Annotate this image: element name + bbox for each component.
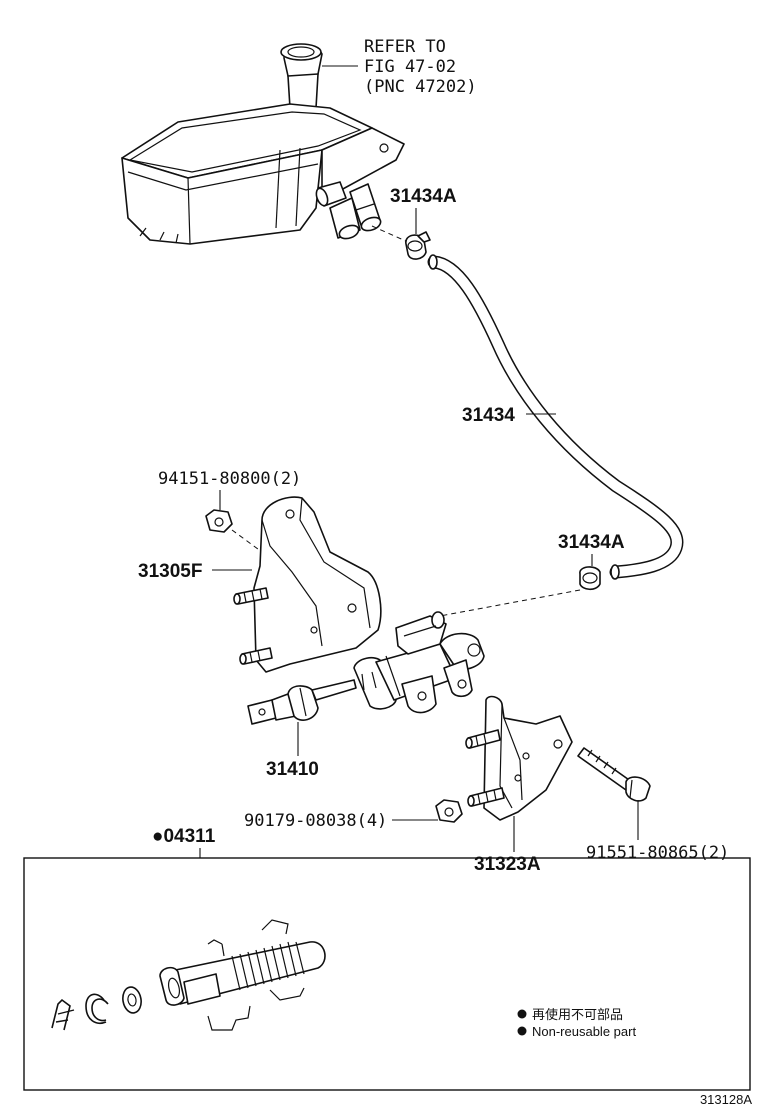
label-bolt: 91551-80865(2) xyxy=(586,843,729,863)
piston-assembly[interactable] xyxy=(159,919,326,1031)
legend: 再使用不可部品 Non-reusable part xyxy=(517,1007,636,1039)
reservoir-tank[interactable] xyxy=(121,43,405,245)
reservoir-hose[interactable] xyxy=(427,254,684,580)
washer[interactable] xyxy=(121,986,143,1015)
hose-clip-lower[interactable] xyxy=(439,566,601,617)
legend-dot-2 xyxy=(517,1026,527,1036)
bracket-upper[interactable] xyxy=(233,496,382,673)
refer-line-3: (PNC 47202) xyxy=(364,77,477,97)
retaining-clip[interactable] xyxy=(51,998,75,1031)
label-bracket-upper: 31305F xyxy=(138,561,202,582)
refer-line-2: FIG 47-02 xyxy=(364,57,456,77)
bracket-lower[interactable] xyxy=(465,695,573,821)
legend-jp: 再使用不可部品 xyxy=(532,1007,623,1022)
nut-upper[interactable] xyxy=(205,509,263,553)
flange-bolt[interactable] xyxy=(577,747,651,802)
clutch-master-cylinder[interactable] xyxy=(247,611,485,725)
snap-ring[interactable] xyxy=(85,993,109,1024)
legend-dot-1 xyxy=(517,1009,527,1019)
label-kit: ●04311 xyxy=(152,826,216,847)
legend-en: Non-reusable part xyxy=(532,1024,636,1039)
refer-line-1: REFER TO xyxy=(364,37,446,57)
label-clip-lower: 31434A xyxy=(558,532,625,553)
label-nut-upper: 94151-80800(2) xyxy=(158,469,301,489)
refer-note: REFER TO FIG 47-02 (PNC 47202) xyxy=(322,37,477,97)
repair-kit-box: 再使用不可部品 Non-reusable part xyxy=(23,857,751,1091)
label-bracket-lower: 31323A xyxy=(474,854,541,875)
diagram-code: 313128A xyxy=(700,1092,752,1107)
label-nut-lower: 90179-08038(4) xyxy=(244,811,387,831)
label-clip-upper: 31434A xyxy=(390,186,457,207)
hose-clip-upper[interactable] xyxy=(371,225,431,260)
label-master-cylinder: 31410 xyxy=(266,759,319,780)
nut-lower[interactable] xyxy=(435,799,463,823)
label-hose: 31434 xyxy=(462,405,515,426)
